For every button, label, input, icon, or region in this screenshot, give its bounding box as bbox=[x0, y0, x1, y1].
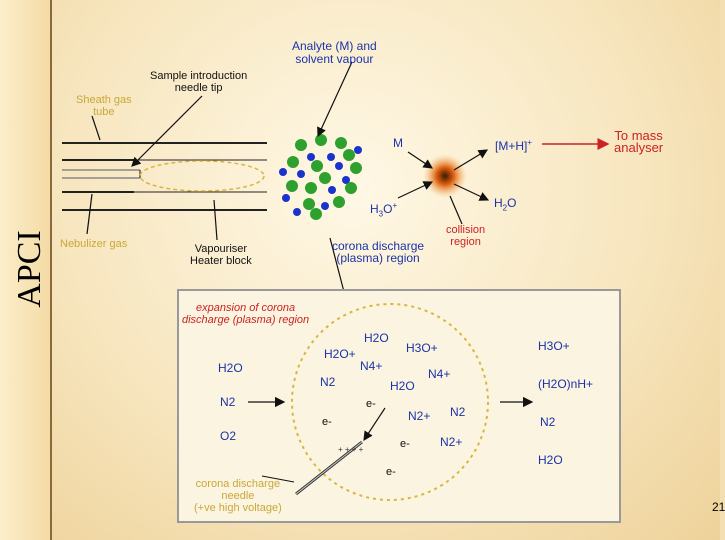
spray-plume-outline bbox=[139, 160, 265, 192]
plasma-n2-plus-b: N2+ bbox=[440, 435, 463, 449]
nebulizer-gas-label: Nebulizer gas bbox=[60, 238, 128, 250]
mh-ion-label: [M+H]+ bbox=[495, 138, 533, 153]
plasma-electron-3: e- bbox=[400, 438, 410, 450]
sample-needle bbox=[62, 169, 141, 179]
sheath-gas-label: Sheath gas tube bbox=[76, 94, 132, 118]
collision-burst bbox=[423, 154, 467, 198]
mass-analyser-label: To mass analyser bbox=[614, 128, 664, 155]
inset-input-h2o: H2O bbox=[218, 361, 243, 375]
sidebar: APCI bbox=[0, 0, 52, 540]
plasma-n2-plus: N2+ bbox=[408, 409, 431, 423]
sample-needle-label: Sample introduction needle tip bbox=[150, 70, 248, 94]
svg-text:+ + + +: + + + + bbox=[338, 445, 364, 454]
page-number: 21 bbox=[712, 500, 725, 514]
needle-label: corona discharge needle (+ve high voltag… bbox=[194, 478, 282, 514]
inset-output-cluster: (H2O)nH+ bbox=[538, 377, 594, 391]
analyte-label: Analyte (M) and solvent vapour bbox=[292, 39, 377, 66]
plasma-n2: N2 bbox=[320, 375, 336, 389]
plasma-n2-b: N2 bbox=[450, 405, 466, 419]
plasma-region-outline bbox=[291, 303, 489, 501]
inset-input-n2: N2 bbox=[220, 395, 236, 409]
plasma-n4-plus: N4+ bbox=[360, 359, 383, 373]
plasma-h3o-plus: H3O+ bbox=[406, 341, 438, 355]
inset-output-n2: N2 bbox=[540, 415, 556, 429]
h3o-label: H3O+ bbox=[370, 201, 398, 219]
expansion-label: expansion of corona discharge (plasma) r… bbox=[182, 302, 310, 326]
droplet-cluster bbox=[279, 134, 362, 220]
inset-panel bbox=[177, 289, 621, 523]
collision-region-label: collision region bbox=[446, 224, 486, 248]
plasma-h2o-top: H2O bbox=[364, 331, 389, 345]
corona-needle: + + + + bbox=[295, 407, 386, 496]
slide-title: APCI bbox=[11, 230, 48, 308]
plasma-n4-plus-b: N4+ bbox=[428, 367, 451, 381]
plasma-h2o-mid: H2O bbox=[390, 379, 415, 393]
plasma-h2o-plus: H2O+ bbox=[324, 347, 356, 361]
plasma-electron-4: e- bbox=[386, 466, 396, 478]
inset-output-h2o: H2O bbox=[538, 453, 563, 467]
diagram-area: + + + + Analyte (M) and solvent vapour S… bbox=[52, 0, 725, 540]
vapouriser-label: Vapouriser Heater block bbox=[190, 243, 252, 267]
inset-output-h3o: H3O+ bbox=[538, 339, 570, 353]
plasma-electron-1: e- bbox=[366, 398, 376, 410]
probe-tubes bbox=[62, 142, 267, 211]
corona-discharge-label: corona discharge (plasma) region bbox=[332, 239, 425, 265]
plasma-electron-2: e- bbox=[322, 416, 332, 428]
m-label: M bbox=[393, 136, 403, 150]
inset-input-o2: O2 bbox=[220, 429, 237, 443]
h2o-label: H2O bbox=[494, 196, 517, 213]
inset-needle-leader bbox=[261, 475, 295, 483]
diagram-graphics: + + + + bbox=[62, 61, 621, 523]
